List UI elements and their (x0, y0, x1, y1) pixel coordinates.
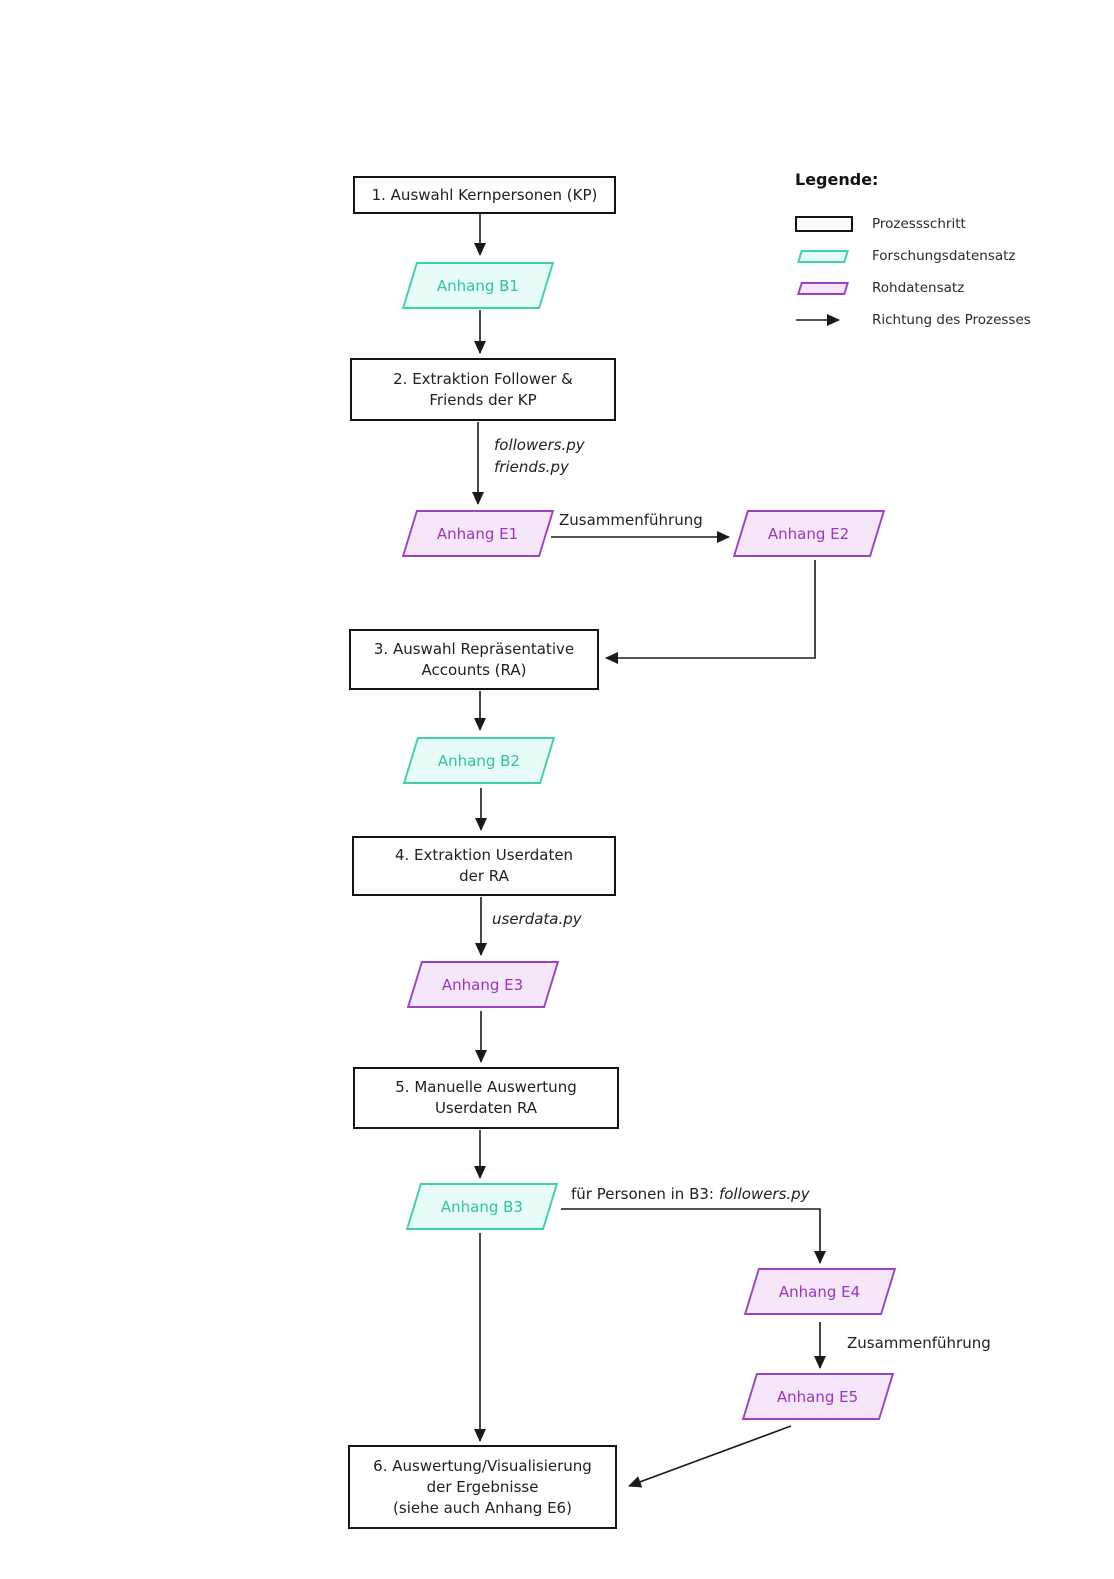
legend-title: Legende: (795, 170, 879, 189)
legend: Legende: Prozessschritt Forschungsdatens… (795, 170, 1095, 344)
legend-item-label: Richtung des Prozesses (872, 312, 1031, 328)
edge-label-zusammenfuehrung-1: Zusammenführung (559, 511, 703, 529)
step-label-line: der RA (459, 867, 509, 885)
dataset-anhang-b1: Anhang B1 (401, 262, 555, 309)
edge-label-followers-py: followers.py (494, 436, 585, 454)
dataset-anhang-e3: Anhang E3 (406, 961, 560, 1008)
legend-item-label: Prozessschritt (872, 216, 966, 232)
arrow-e5-to-step6 (628, 1425, 792, 1488)
dataset-label: Anhang B2 (437, 751, 521, 770)
legend-item-prozessschritt: Prozessschritt (795, 216, 1095, 232)
step-label-line: 5. Manuelle Auswertung (395, 1078, 577, 1096)
dataset-anhang-b3: Anhang B3 (405, 1183, 559, 1230)
step-label-line: 1. Auswahl Kernpersonen (KP) (371, 185, 598, 204)
dataset-label: Anhang E3 (442, 975, 524, 994)
step-label-line: (siehe auch Anhang E6) (393, 1498, 572, 1517)
process-step-5: 5. Manuelle Auswertung Userdaten RA (353, 1067, 619, 1129)
legend-item-label: Forschungsdatensatz (872, 248, 1016, 264)
dataset-anhang-e5: Anhang E5 (741, 1373, 895, 1420)
arrow-swatch-icon (795, 313, 853, 327)
edge-label-friends-py: friends.py (494, 458, 569, 476)
process-step-4: 4. Extraktion Userdaten der RA (352, 836, 616, 896)
research-dataset-swatch-icon (795, 249, 853, 263)
step-label-line: 6. Auswertung/Visualisierung (373, 1456, 592, 1475)
legend-item-forschungsdatensatz: Forschungsdatensatz (795, 248, 1095, 264)
dataset-label: Anhang B3 (440, 1197, 524, 1216)
process-step-1: 1. Auswahl Kernpersonen (KP) (353, 176, 616, 214)
dataset-anhang-b2: Anhang B2 (402, 737, 556, 784)
edge-label-zusammenfuehrung-2: Zusammenführung (847, 1334, 991, 1352)
step-label-line: Friends der KP (429, 390, 537, 409)
step-label-line: 2. Extraktion Follower & (393, 369, 573, 388)
step-label-line: 3. Auswahl Repräsentative (373, 639, 575, 658)
dataset-label: Anhang B1 (436, 276, 520, 295)
dataset-anhang-e1: Anhang E1 (401, 510, 555, 557)
step-label-line: der Ergebnisse (426, 1477, 539, 1496)
legend-item-label: Rohdatensatz (872, 280, 965, 296)
step-label-line: 4. Extraktion Userdaten (394, 846, 574, 864)
step-label-line: Accounts (RA) (421, 660, 527, 679)
dataset-label: Anhang E4 (779, 1282, 861, 1301)
legend-item-rohdatensatz: Rohdatensatz (795, 280, 1095, 296)
dataset-label: Anhang E2 (768, 524, 850, 543)
dataset-label: Anhang E5 (777, 1387, 859, 1406)
process-step-2: 2. Extraktion Follower & Friends der KP (350, 358, 616, 421)
dataset-anhang-e2: Anhang E2 (732, 510, 886, 557)
arrow-e2-to-step3 (605, 560, 816, 664)
process-step-6: 6. Auswertung/Visualisierung der Ergebni… (348, 1445, 617, 1529)
edge-label-fuer-personen: für Personen in B3:followers.py (571, 1185, 810, 1203)
process-step-3: 3. Auswahl Repräsentative Accounts (RA) (349, 629, 599, 690)
raw-dataset-swatch-icon (795, 281, 853, 295)
dataset-label: Anhang E1 (437, 524, 519, 543)
arrow-b3-to-e4 (561, 1208, 826, 1264)
legend-item-richtung: Richtung des Prozesses (795, 312, 1095, 328)
process-box-swatch-icon (795, 216, 853, 232)
step-label-line: Userdaten RA (434, 1099, 538, 1117)
edge-label-userdata-py: userdata.py (492, 910, 582, 928)
dataset-anhang-e4: Anhang E4 (743, 1268, 897, 1315)
